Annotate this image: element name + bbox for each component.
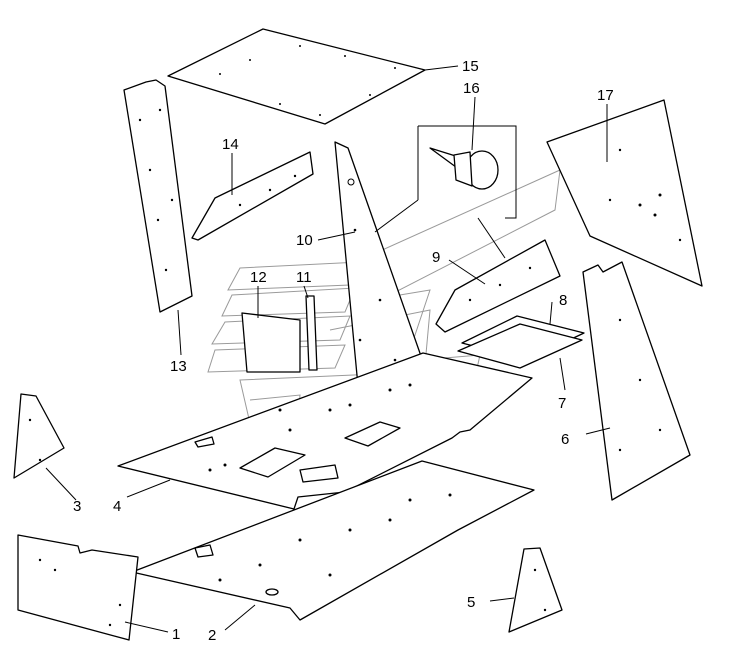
callout-10: 10 bbox=[296, 232, 313, 249]
part-5-gusset bbox=[508, 547, 563, 633]
part-3-gusset bbox=[13, 393, 65, 479]
callout-1: 1 bbox=[172, 626, 180, 643]
callout-2: 2 bbox=[208, 627, 216, 644]
part-9-bracket bbox=[435, 239, 561, 333]
callout-5: 5 bbox=[467, 594, 475, 611]
callout-11: 11 bbox=[296, 269, 312, 286]
leader-lines bbox=[45, 65, 611, 633]
callout-8: 8 bbox=[559, 292, 567, 309]
callout-6: 6 bbox=[561, 431, 569, 448]
callout-labels: 1 2 3 4 5 6 7 8 9 10 11 12 13 14 15 16 1… bbox=[73, 58, 614, 644]
part-4-floor-plate bbox=[117, 352, 533, 510]
callout-14: 14 bbox=[222, 136, 239, 153]
part-2-floor-plate bbox=[131, 460, 535, 621]
part-14-bracket bbox=[191, 151, 314, 241]
part-6-panel bbox=[582, 261, 691, 501]
callout-12: 12 bbox=[250, 269, 267, 286]
callout-4: 4 bbox=[113, 498, 121, 515]
callout-9: 9 bbox=[432, 249, 440, 266]
callout-13: 13 bbox=[170, 358, 187, 375]
callout-7: 7 bbox=[558, 395, 566, 412]
part-10-panel bbox=[334, 141, 429, 387]
part-1-panel bbox=[17, 534, 139, 641]
part-17-panel bbox=[546, 99, 703, 287]
part-13-panel bbox=[123, 79, 193, 313]
part-16-detail bbox=[374, 125, 517, 259]
part-12-plate bbox=[241, 312, 301, 373]
callout-3: 3 bbox=[73, 498, 81, 515]
callout-15: 15 bbox=[462, 58, 479, 75]
part-7-sheet bbox=[457, 323, 583, 369]
part-15-panel bbox=[167, 28, 426, 125]
callout-17: 17 bbox=[597, 87, 614, 104]
callout-16: 16 bbox=[463, 80, 480, 97]
part-11-strip bbox=[305, 295, 318, 371]
